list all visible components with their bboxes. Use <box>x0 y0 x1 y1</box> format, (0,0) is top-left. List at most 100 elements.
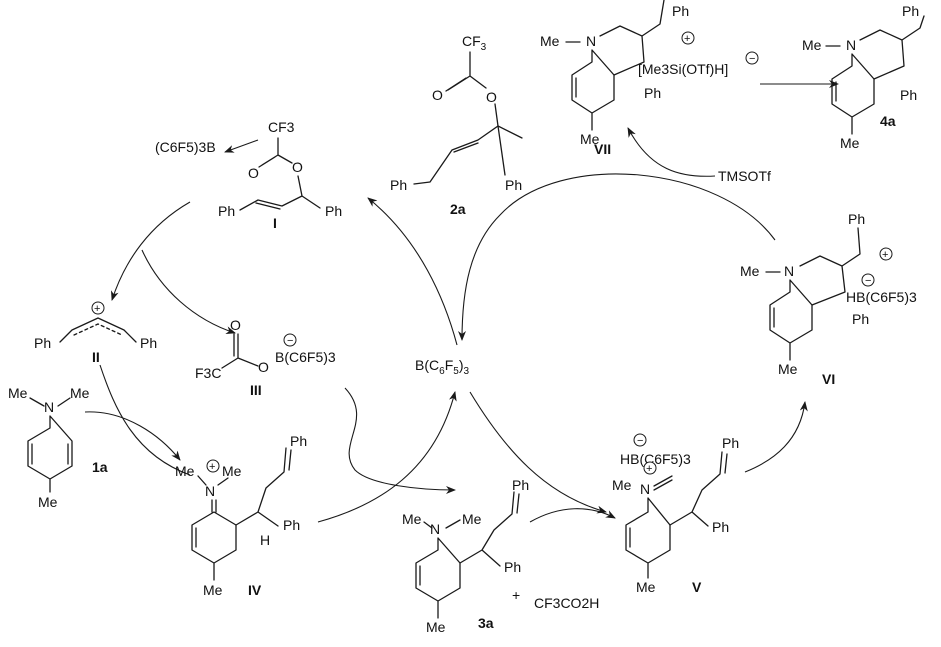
svg-text:Ph: Ph <box>672 3 689 19</box>
arrow-V-to-VI <box>744 401 808 473</box>
svg-text:2a: 2a <box>450 201 466 217</box>
svg-text:N: N <box>586 33 596 49</box>
svg-text:N: N <box>205 483 215 499</box>
svg-text:Me: Me <box>840 135 860 151</box>
svg-text:Me: Me <box>802 37 822 53</box>
svg-text:−: − <box>287 335 293 347</box>
intermediate-VI: Me N Me Ph + − HB(C6F5)3 Ph VI <box>740 211 917 387</box>
svg-text:F3C: F3C <box>195 365 221 381</box>
svg-text:O: O <box>248 165 259 181</box>
arrow-catalyst-to-I <box>367 197 458 346</box>
svg-text:O: O <box>486 89 497 105</box>
svg-text:Ph: Ph <box>712 519 729 535</box>
svg-text:Me: Me <box>540 33 560 49</box>
svg-text:Me: Me <box>203 582 223 598</box>
svg-text:Ph: Ph <box>290 433 307 449</box>
arrow-TMSOTf-to-VII <box>627 127 716 177</box>
svg-text:N: N <box>640 481 650 497</box>
svg-text:Ph: Ph <box>390 177 407 193</box>
svg-text:CF3CO2H: CF3CO2H <box>534 595 599 611</box>
svg-text:TMSOTf: TMSOTf <box>718 168 771 184</box>
svg-text:IV: IV <box>248 582 262 598</box>
svg-text:Me: Me <box>38 494 58 510</box>
svg-text:+: + <box>209 461 215 473</box>
svg-text:B(C6F5)3: B(C6F5)3 <box>275 349 336 365</box>
intermediate-II: + Ph Ph II <box>34 301 157 365</box>
svg-text:N: N <box>430 521 440 537</box>
arrow-IV-to-catalyst <box>317 391 457 523</box>
svg-text:Ph: Ph <box>218 203 235 219</box>
svg-text:Me: Me <box>426 619 446 635</box>
svg-text:Me: Me <box>612 477 632 493</box>
arrow-I-to-III <box>141 249 236 335</box>
svg-text:VI: VI <box>822 371 835 387</box>
arrow-I-to-II <box>110 201 191 301</box>
svg-text:N: N <box>784 263 794 279</box>
svg-text:Ph: Ph <box>722 435 739 451</box>
svg-text:+: + <box>512 587 520 603</box>
arrow-catalyst-to-V <box>469 391 607 514</box>
svg-text:Me: Me <box>70 385 90 401</box>
svg-text:Me: Me <box>636 579 656 595</box>
svg-text:Me: Me <box>175 463 195 479</box>
svg-text:+: + <box>94 303 100 315</box>
intermediate-VII: Me N Me Ph + [Me3Si(OTf)H] − Ph VII <box>540 0 759 157</box>
svg-text:Me: Me <box>8 385 28 401</box>
svg-text:+: + <box>646 463 652 475</box>
svg-text:H: H <box>260 532 270 548</box>
svg-text:4a: 4a <box>880 113 896 129</box>
svg-text:HB(C6F5)3: HB(C6F5)3 <box>846 289 917 305</box>
intermediate-IV: Me N Me + Me Ph Ph H IV <box>175 433 307 598</box>
svg-text:III: III <box>250 382 262 398</box>
svg-text:CF3: CF3 <box>268 119 295 135</box>
svg-text:CF3: CF3 <box>462 33 487 53</box>
svg-text:O: O <box>292 159 303 175</box>
svg-text:Ph: Ph <box>505 177 522 193</box>
svg-text:Ph: Ph <box>504 559 521 575</box>
svg-text:Ph: Ph <box>902 3 919 19</box>
svg-text:HB(C6F5)3: HB(C6F5)3 <box>620 451 691 467</box>
svg-text:+: + <box>882 249 888 261</box>
intermediate-I: (C6F5)3B CF3 O O Ph Ph I <box>155 119 342 231</box>
svg-text:N: N <box>44 399 54 415</box>
arrow-II-1a-to-IV <box>84 364 191 476</box>
arrow-3a-to-V <box>529 508 616 523</box>
svg-text:O: O <box>432 87 443 103</box>
svg-text:Ph: Ph <box>325 203 342 219</box>
product-3a: Me N Me Me Ph Ph 3a + CF3CO2H <box>402 477 599 635</box>
svg-text:VII: VII <box>594 141 611 157</box>
arrow-lewis-pair <box>224 139 259 153</box>
svg-text:I: I <box>273 215 277 231</box>
svg-text:+: + <box>684 33 690 45</box>
svg-text:3a: 3a <box>478 615 494 631</box>
svg-text:O: O <box>230 317 241 333</box>
substrate-2a: CF3 O O Ph Ph 2a <box>390 33 523 217</box>
svg-text:Me: Me <box>778 361 798 377</box>
svg-text:Me: Me <box>740 263 760 279</box>
product-4a: Me N Me Ph Ph 4a <box>802 3 925 151</box>
svg-text:Me: Me <box>580 131 600 147</box>
svg-text:[Me3Si(OTf)H]: [Me3Si(OTf)H] <box>638 61 728 77</box>
svg-text:II: II <box>92 349 100 365</box>
arrow-III-to-3a <box>344 387 456 494</box>
cycle-arrows <box>84 80 839 523</box>
svg-text:1a: 1a <box>92 459 108 475</box>
intermediate-V: − HB(C6F5)3 Me N + Me Ph Ph V <box>612 433 739 595</box>
svg-text:−: − <box>637 435 643 447</box>
reactant-1a: Me Me N Me 1a <box>8 385 108 510</box>
intermediate-III: F3C O O B(C6F5)3 − III <box>195 317 336 398</box>
svg-text:B(C6F5)3: B(C6F5)3 <box>415 357 469 377</box>
svg-text:Me: Me <box>462 511 482 527</box>
svg-text:V: V <box>692 579 702 595</box>
svg-text:N: N <box>846 37 856 53</box>
svg-text:−: − <box>749 53 755 65</box>
arrow-VI-to-catalyst <box>458 173 776 341</box>
catalyst-bcf: B(C6F5)3 <box>415 357 469 377</box>
svg-text:Me: Me <box>222 463 242 479</box>
svg-text:Ph: Ph <box>140 335 157 351</box>
svg-text:Ph: Ph <box>900 87 917 103</box>
svg-text:Me: Me <box>402 511 422 527</box>
svg-text:Ph: Ph <box>852 311 869 327</box>
